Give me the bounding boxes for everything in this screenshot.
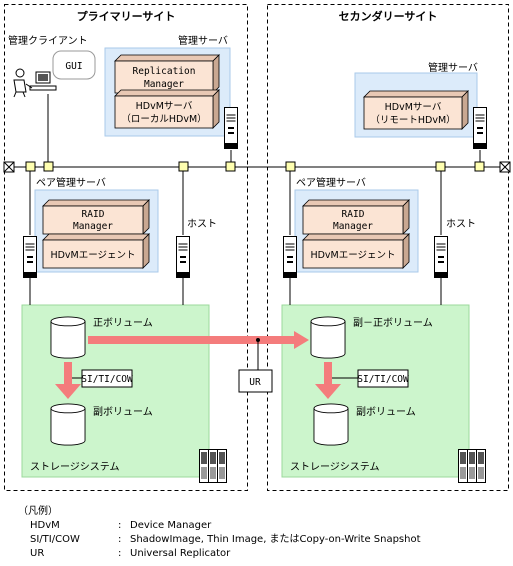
host-primary-label: ホスト [187,218,217,230]
primary-secondary-volume-cylinder [50,403,86,446]
remote-copy-arrow [88,331,309,370]
primary-storage-area [21,304,210,478]
svg-text:Manager: Manager [73,221,113,232]
svg-text:HDvMサーバ: HDvMサーバ [136,101,193,112]
ur-label: UR [249,377,261,388]
svg-text:（リモートHDvM）: （リモートHDvM） [370,114,455,126]
host-secondary-tower [434,236,448,278]
replication-manager-box: Replication Manager [114,54,220,94]
secondary-site-title: セカンダリーサイト [339,9,438,23]
secondary-secondary-volume-cylinder [313,403,349,446]
ur-box [238,369,273,393]
secondary-secondary-volume-label: 副ボリューム [356,406,416,418]
primary-storage-rack-icon [199,449,227,483]
admin-server-secondary-label: 管理サーバ [428,61,478,74]
primary-si-box [81,369,133,388]
secondary-si-box [357,369,409,388]
raid-manager-primary-box: RAID Manager [42,199,150,235]
primary-volume-label: 正ボリューム [93,317,153,329]
admin-client-icon [13,68,57,98]
pair-server-primary-label: ペア管理サーバ [36,176,106,189]
secondary-storage-area [281,304,470,478]
svg-text:Replication: Replication [133,66,196,77]
hdvm-agent-primary-box: HDvMエージェント [42,233,150,269]
primary-site-title: プライマリーサイト [77,9,176,23]
gui-label: GUI [65,61,82,72]
svg-text:HDvMエージェント: HDvMエージェント [50,250,135,261]
secondary-site-frame [267,4,509,491]
primary-volume-cylinder [50,316,86,359]
lan-terminator-left [3,161,15,173]
secondary-si-label: SI/TI/COW [357,374,409,385]
host-primary-tower [176,236,190,278]
gui-box [52,50,96,80]
primary-secondary-volume-label: 副ボリューム [93,406,153,418]
secondary-primary-volume-cylinder [310,316,346,359]
admin-server-primary-tower [224,107,238,149]
hdvm-server-local-box: HDvMサーバ （ローカルHDvM） [114,89,220,129]
legend: （凡例） HDvM:Device Manager SI/TI/COW:Shado… [18,505,498,561]
lan-junctions [25,161,485,172]
svg-text:HDvMエージェント: HDvMエージェント [310,250,395,261]
replication-diagram: プライマリーサイト セカンダリーサイト Replication Manager … [3,4,511,491]
legend-item-ur: UR:Universal Replicator [30,548,231,559]
svg-text:RAID: RAID [82,209,105,220]
primary-local-copy-arrow [55,362,82,399]
legend-item-hdvm: HDvM:Device Manager [30,520,212,531]
primary-site-frame [4,4,248,491]
pair-server-secondary-tower [283,236,297,278]
admin-server-secondary-tower [473,107,487,149]
legend-title: （凡例） [18,506,58,517]
svg-text:Manager: Manager [333,221,373,232]
svg-text:Manager: Manager [144,79,184,90]
admin-client-label: 管理クライアント [8,34,88,47]
pair-server-secondary-label: ペア管理サーバ [296,176,366,189]
admin-server-primary-label: 管理サーバ [178,34,228,47]
hdvm-server-remote-box: HDvMサーバ （リモートHDvM） [363,90,469,130]
svg-text:HDvMサーバ: HDvMサーバ [385,102,442,113]
legend-item-si: SI/TI/COW:ShadowImage, Thin Image, またはCo… [30,534,421,545]
secondary-primary-volume-label: 副－正ボリューム [353,317,433,329]
primary-storage-label: ストレージシステム [30,461,120,473]
svg-text:（ローカルHDvM）: （ローカルHDvM） [121,113,206,125]
svg-text:RAID: RAID [342,209,365,220]
pair-server-primary-tower [23,236,37,278]
primary-si-label: SI/TI/COW [81,374,133,385]
lan-terminator-right [499,161,511,173]
secondary-local-copy-arrow [315,362,358,399]
raid-manager-secondary-box: RAID Manager [302,199,410,235]
host-secondary-label: ホスト [446,218,476,230]
secondary-storage-rack-icon [458,449,486,483]
hdvm-agent-secondary-box: HDvMエージェント [302,233,410,269]
secondary-storage-label: ストレージシステム [290,461,380,473]
